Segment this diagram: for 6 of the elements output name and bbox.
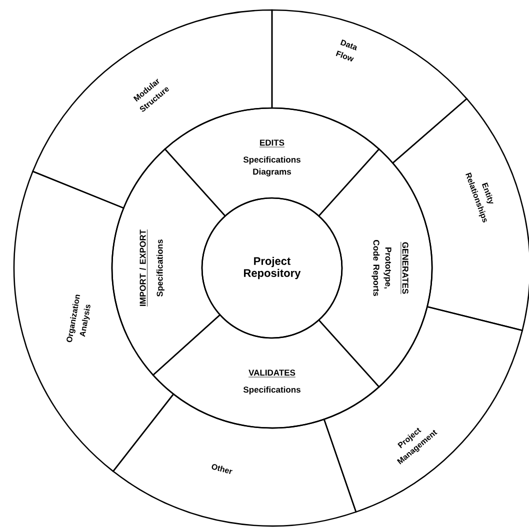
ring-sector: IMPORT / EXPORT Specifications [112, 148, 226, 376]
ring-sector: GENERATES Prototype, Code Reports [318, 148, 433, 388]
ring-sector: EDITS Specifications Diagrams [164, 107, 380, 217]
ring-sector: VALIDATES Specifications [152, 314, 380, 428]
ring-sector: Other [112, 393, 357, 527]
node-label: Project Repository [244, 256, 301, 280]
